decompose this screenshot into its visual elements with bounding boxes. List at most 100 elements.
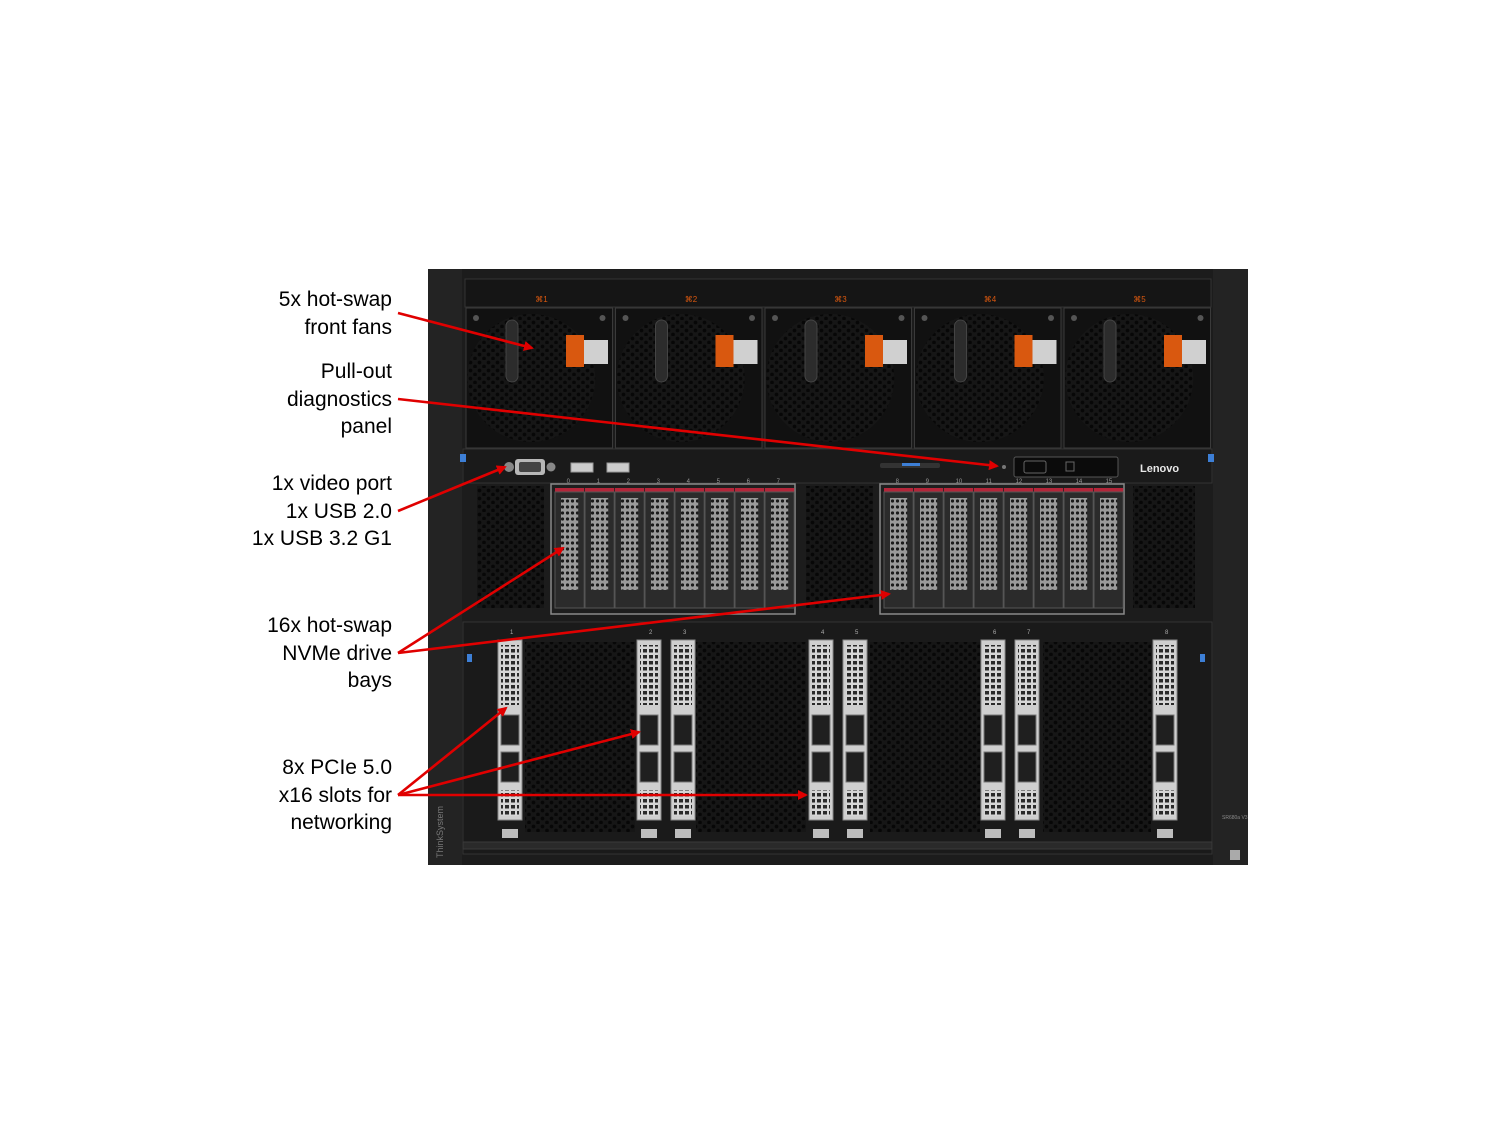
- drive-bay[interactable]: 5: [704, 479, 735, 609]
- pcie-slot[interactable]: 2: [636, 630, 662, 838]
- pcie-port[interactable]: [500, 714, 520, 746]
- drive-bay[interactable]: 13: [1033, 479, 1064, 609]
- drive-bay[interactable]: 3: [644, 479, 675, 609]
- pcie-slot[interactable]: 1: [497, 630, 523, 838]
- pcie-port[interactable]: [673, 751, 693, 783]
- pcie-port[interactable]: [639, 714, 659, 746]
- pcie-slot[interactable]: 7: [1014, 630, 1040, 838]
- fan-module[interactable]: ⌘4: [914, 295, 1062, 449]
- fan-latch[interactable]: [865, 335, 883, 367]
- fan-screw: [1071, 315, 1077, 321]
- drive-bay-release-tab[interactable]: [974, 488, 1004, 492]
- pcie-slot[interactable]: 6: [980, 630, 1006, 838]
- fan-module[interactable]: ⌘2: [615, 295, 763, 449]
- pcie-port[interactable]: [500, 751, 520, 783]
- drive-bay-release-tab[interactable]: [735, 488, 765, 492]
- fan-module[interactable]: ⌘5: [1063, 295, 1211, 449]
- drive-bay-number: 11: [986, 479, 993, 485]
- fan-handle[interactable]: [655, 319, 668, 383]
- fan-latch[interactable]: [566, 335, 584, 367]
- pcie-latch[interactable]: [847, 829, 863, 838]
- pcie-port[interactable]: [845, 714, 865, 746]
- fan-screw: [599, 315, 606, 321]
- drive-bay-release-tab[interactable]: [585, 488, 615, 492]
- drive-bay[interactable]: 14: [1063, 479, 1094, 609]
- id-button-icon[interactable]: [546, 462, 556, 472]
- pcie-port[interactable]: [1155, 751, 1175, 783]
- drive-bay[interactable]: 1: [584, 479, 615, 609]
- fan-module[interactable]: ⌘1: [465, 295, 613, 449]
- pcie-latch[interactable]: [675, 829, 691, 838]
- pcie-latch[interactable]: [985, 829, 1001, 838]
- drive-bay-number: 2: [627, 479, 631, 485]
- fan-screw: [1048, 315, 1054, 321]
- diagnostics-panel[interactable]: [1013, 456, 1119, 478]
- drive-bay[interactable]: 2: [614, 479, 645, 609]
- pcie-port[interactable]: [811, 714, 831, 746]
- drive-bay-grille: [621, 498, 639, 590]
- pcie-latch[interactable]: [502, 829, 518, 838]
- drive-bay[interactable]: 8: [883, 479, 914, 609]
- callout-pcie-line-1: 8x PCIe 5.0: [282, 756, 392, 779]
- pcie-port[interactable]: [1155, 714, 1175, 746]
- drive-bay[interactable]: 6: [734, 479, 765, 609]
- pcie-port[interactable]: [983, 751, 1003, 783]
- drive-bay[interactable]: 11: [973, 479, 1004, 609]
- pcie-slot[interactable]: 3: [670, 630, 696, 838]
- pcie-latch[interactable]: [1157, 829, 1173, 838]
- drive-bay-release-tab[interactable]: [1094, 488, 1124, 492]
- fan-handle[interactable]: [954, 319, 967, 383]
- fan-latch[interactable]: [1014, 335, 1033, 367]
- callout-ports-line-1: 1x video port: [271, 472, 392, 495]
- pcie-port[interactable]: [639, 751, 659, 783]
- fan-module[interactable]: ⌘3: [764, 295, 912, 449]
- fan-handle[interactable]: [505, 319, 519, 383]
- usb-2-port[interactable]: [570, 462, 594, 473]
- video-port[interactable]: [515, 459, 545, 475]
- pcie-port[interactable]: [811, 751, 831, 783]
- drive-bay-release-tab[interactable]: [1004, 488, 1034, 492]
- drive-bay-release-tab[interactable]: [615, 488, 645, 492]
- drive-bay-release-tab[interactable]: [705, 488, 735, 492]
- drive-bay[interactable]: 12: [1003, 479, 1034, 609]
- pcie-port[interactable]: [1017, 751, 1037, 783]
- pcie-slot[interactable]: 8: [1152, 630, 1178, 838]
- fan-number: ⌘3: [834, 295, 847, 304]
- drive-bay-grille: [920, 498, 938, 590]
- drive-bay-release-tab[interactable]: [914, 488, 944, 492]
- drive-bay-release-tab[interactable]: [555, 488, 585, 492]
- callout-fans-line-2: front fans: [304, 315, 392, 339]
- fan-handle[interactable]: [804, 319, 818, 383]
- fan-latch[interactable]: [715, 335, 734, 367]
- drive-bay-release-tab[interactable]: [645, 488, 675, 492]
- drive-bay-release-tab[interactable]: [1064, 488, 1094, 492]
- pcie-latch[interactable]: [641, 829, 657, 838]
- drive-bay[interactable]: 9: [913, 479, 944, 609]
- drive-bay-release-tab[interactable]: [1034, 488, 1064, 492]
- drive-bay[interactable]: 10: [943, 479, 974, 609]
- drive-bay-release-tab[interactable]: [944, 488, 974, 492]
- fan-handle[interactable]: [1103, 319, 1117, 383]
- pcie-slot[interactable]: 4: [808, 630, 834, 838]
- usb-3-port[interactable]: [606, 462, 630, 473]
- side-label: ThinkSystem: [435, 806, 445, 858]
- drive-bay[interactable]: 15: [1093, 479, 1124, 609]
- pcie-slot[interactable]: 5: [842, 630, 868, 838]
- pcie-port[interactable]: [983, 714, 1003, 746]
- fan-latch[interactable]: [1164, 335, 1182, 367]
- callout-fans-line-1: 5x hot-swap: [278, 288, 392, 311]
- drive-bay[interactable]: 4: [674, 479, 705, 609]
- drive-bay-release-tab[interactable]: [765, 488, 795, 492]
- drive-bay-release-tab[interactable]: [884, 488, 914, 492]
- pcie-port[interactable]: [845, 751, 865, 783]
- pcie-port[interactable]: [673, 714, 693, 746]
- drive-bay[interactable]: 7: [764, 479, 795, 609]
- drive-bay[interactable]: 0: [554, 479, 585, 609]
- drive-bay-release-tab[interactable]: [675, 488, 705, 492]
- pcie-latch[interactable]: [813, 829, 829, 838]
- pcie-port[interactable]: [1017, 714, 1037, 746]
- fan-grille: [467, 314, 596, 442]
- pcie-latch[interactable]: [1019, 829, 1035, 838]
- power-button-icon[interactable]: [504, 462, 514, 472]
